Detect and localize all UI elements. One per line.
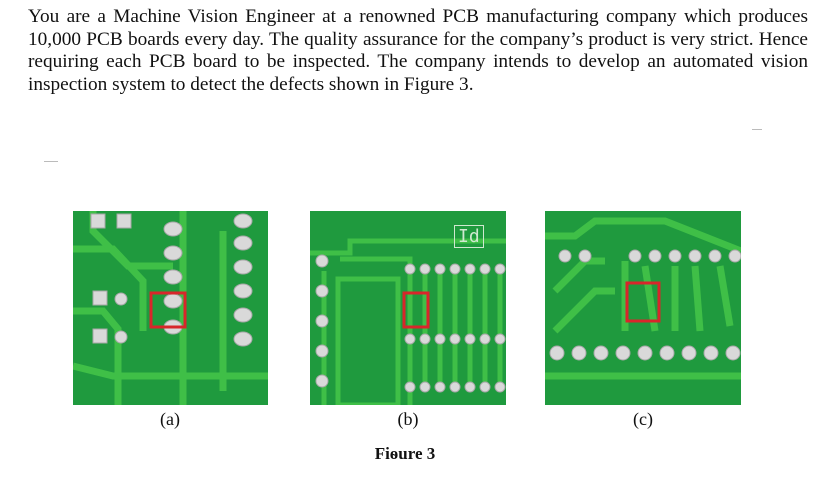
pcb-image-a	[73, 211, 268, 405]
pcb-image-c	[545, 211, 741, 405]
scan-artifact	[752, 129, 762, 130]
figure-title: Fiѳure 3	[374, 444, 436, 463]
pcb-image-b: Id	[310, 211, 506, 405]
problem-statement: You are a Machine Vision Engineer at a r…	[28, 6, 808, 95]
caption-b: (b)	[397, 409, 419, 429]
board-silkscreen-label: Id	[454, 225, 484, 248]
caption-a: (a)	[160, 409, 180, 429]
scan-artifact	[44, 161, 58, 162]
caption-c: (c)	[633, 409, 653, 429]
